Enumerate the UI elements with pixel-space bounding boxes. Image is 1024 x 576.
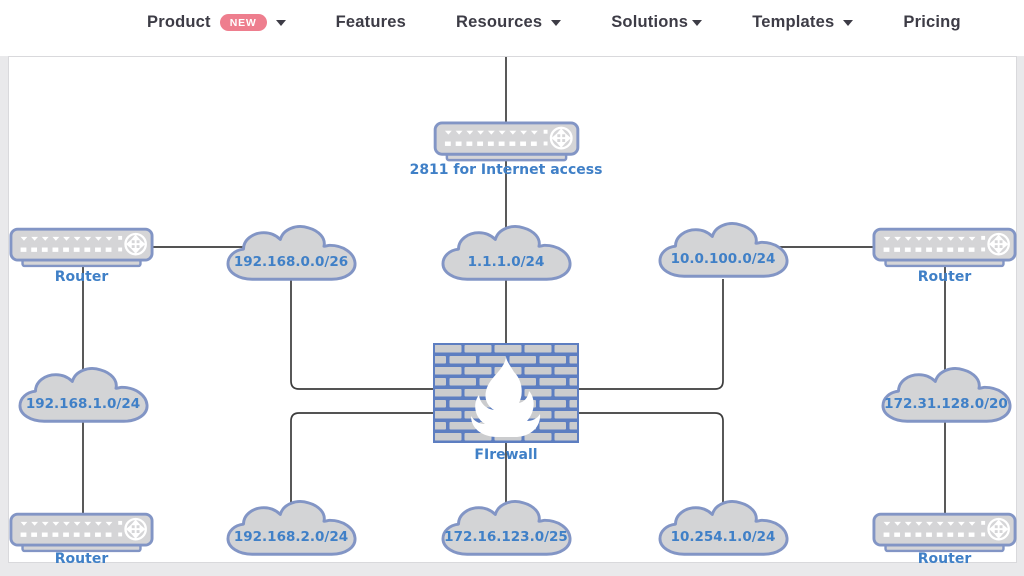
router-bottom-right-label: Router — [917, 551, 972, 567]
router-icon — [9, 512, 154, 553]
nav-item-product[interactable]: Product NEW — [147, 13, 286, 32]
router-icon — [9, 227, 154, 268]
nav-label-pricing: Pricing — [903, 13, 961, 31]
connector-lines — [82, 57, 946, 527]
cloud-bottom-center[interactable]: 172.16.123.0/25 — [438, 498, 574, 567]
nav-label-product: Product — [147, 13, 211, 31]
chevron-down-icon — [843, 19, 854, 26]
new-badge: NEW — [219, 14, 267, 31]
router-bottom-left-label: Router — [54, 551, 109, 567]
nav-menu: Product NEW Features Resources Solutions… — [0, 0, 961, 45]
cloud-top-center[interactable]: 1.1.1.0/24 — [438, 223, 574, 292]
chevron-down-icon — [692, 19, 703, 26]
cloud-bottom-right[interactable]: 10.254.1.0/24 — [655, 498, 791, 567]
router-top-right-label: Router — [917, 269, 972, 285]
device-firewall[interactable] — [433, 343, 579, 448]
router-icon — [433, 121, 580, 162]
diagram-canvas[interactable]: 2811 for Internet access Router Router R… — [8, 56, 1017, 567]
nav-item-resources[interactable]: Resources — [456, 13, 562, 32]
subnet-label: 10.254.1.0/24 — [670, 529, 776, 546]
device-router-top-left[interactable] — [9, 227, 154, 275]
nav-item-pricing[interactable]: Pricing — [903, 13, 960, 32]
router-top-left-label: Router — [54, 269, 109, 285]
chevron-down-icon — [275, 19, 286, 26]
router-icon — [872, 512, 1017, 553]
nav-label-templates: Templates — [752, 13, 835, 31]
internet-router-label: 2811 for Internet access — [409, 162, 603, 178]
nav-label-resources: Resources — [456, 13, 543, 31]
nav-label-features: Features — [335, 13, 407, 31]
cloud-bottom-left[interactable]: 192.168.2.0/24 — [223, 498, 359, 567]
subnet-label: 172.31.128.0/20 — [884, 396, 1008, 413]
subnet-label: 192.168.0.0/26 — [233, 254, 349, 271]
device-router-top-right[interactable] — [872, 227, 1017, 275]
firewall-label: FIrewall — [474, 447, 538, 463]
top-navbar: Product NEW Features Resources Solutions… — [0, 0, 1024, 56]
cloud-mid-left[interactable]: 192.168.1.0/24 — [15, 365, 151, 434]
cloud-top-right[interactable]: 10.0.100.0/24 — [655, 220, 791, 289]
router-icon — [872, 227, 1017, 268]
nav-item-features[interactable]: Features — [336, 13, 406, 32]
subnet-label: 10.0.100.0/24 — [670, 251, 776, 268]
subnet-label: 1.1.1.0/24 — [467, 254, 545, 271]
flame-icon — [471, 357, 541, 437]
cloud-mid-right[interactable]: 172.31.128.0/20 — [878, 365, 1014, 434]
subnet-label: 192.168.2.0/24 — [233, 529, 349, 546]
firewall-icon — [433, 343, 579, 443]
nav-item-templates[interactable]: Templates — [752, 13, 854, 32]
subnet-label: 192.168.1.0/24 — [25, 396, 141, 413]
subnet-label: 172.16.123.0/25 — [444, 529, 568, 546]
nav-label-solutions: Solutions — [611, 13, 689, 31]
nav-item-solutions[interactable]: Solutions — [611, 13, 703, 32]
chevron-down-icon — [551, 19, 562, 26]
cloud-top-left[interactable]: 192.168.0.0/26 — [223, 223, 359, 292]
